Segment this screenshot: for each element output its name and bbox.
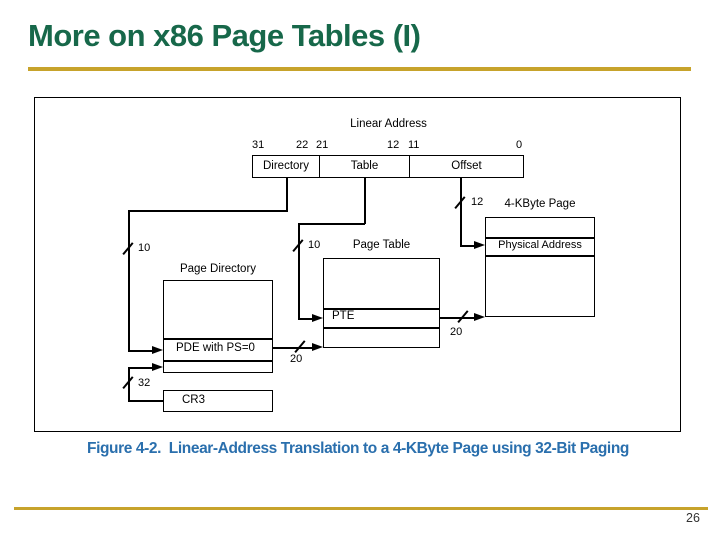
offset-wire — [460, 245, 476, 247]
physical-address-entry: Physical Address — [498, 239, 582, 251]
pte-entry: PTE — [332, 310, 355, 322]
pte-wire — [440, 317, 477, 319]
table-wire — [298, 223, 365, 225]
page-number: 26 — [686, 511, 700, 525]
table-wire — [298, 318, 314, 320]
bus-width-table: 10 — [308, 239, 321, 251]
cr3-wire — [128, 367, 154, 369]
bus-width-pte: 20 — [450, 326, 463, 338]
bit-label-0: 0 — [516, 139, 523, 151]
linear-address-label: Linear Address — [350, 118, 427, 130]
arrowhead — [152, 346, 163, 354]
cr3-label: CR3 — [182, 394, 206, 406]
page-directory-row-line — [163, 360, 273, 362]
page-table-row-line — [323, 308, 440, 310]
bit-label-12: 12 — [387, 139, 400, 151]
la-field-offset: Offset — [409, 156, 523, 177]
kbyte-page-box — [485, 217, 595, 317]
figure-frame: Linear Address 31 22 21 12 11 0 Director… — [34, 97, 681, 432]
page-table-row-line — [323, 327, 440, 329]
title-underline — [28, 67, 691, 71]
bit-label-22: 22 — [296, 139, 309, 151]
bus-width-offset: 12 — [471, 196, 484, 208]
page-table-box — [323, 258, 440, 348]
kbyte-page-row-line — [485, 237, 595, 239]
footer-rule — [14, 507, 708, 510]
bus-width-directory: 10 — [138, 242, 151, 254]
slide-title: More on x86 Page Tables (I) — [28, 18, 421, 53]
arrowhead — [474, 241, 485, 249]
table-wire — [364, 177, 366, 224]
page-directory-box — [163, 280, 273, 373]
arrowhead — [312, 314, 323, 322]
page-directory-label: Page Directory — [179, 263, 257, 275]
directory-wire — [286, 177, 288, 210]
kbyte-page-label: 4-KByte Page — [504, 198, 576, 210]
directory-wire — [128, 350, 154, 352]
pde-wire — [273, 347, 315, 349]
bit-label-21: 21 — [316, 139, 329, 151]
kbyte-page-row-line — [485, 255, 595, 257]
offset-wire — [460, 177, 462, 246]
bit-label-11: 11 — [408, 139, 420, 151]
la-field-table: Table — [319, 156, 409, 177]
bit-label-31: 31 — [252, 139, 265, 151]
page-table-label: Page Table — [352, 239, 411, 251]
arrowhead — [152, 363, 163, 371]
arrowhead — [312, 343, 323, 351]
table-wire — [298, 223, 300, 319]
bus-width-cr3: 32 — [138, 377, 151, 389]
cr3-wire — [128, 368, 130, 401]
arrowhead — [474, 313, 485, 321]
bus-width-pde: 20 — [290, 353, 303, 365]
linear-address-box: Directory Table Offset — [252, 155, 524, 178]
la-field-directory: Directory — [262, 160, 309, 172]
cr3-wire — [128, 400, 163, 402]
directory-wire — [128, 210, 130, 351]
directory-wire — [128, 210, 288, 212]
page-directory-row-line — [163, 338, 273, 340]
cr3-box — [163, 390, 273, 412]
figure-caption: Figure 4-2. Linear-Address Translation t… — [87, 440, 629, 457]
pde-entry: PDE with PS=0 — [176, 342, 255, 354]
